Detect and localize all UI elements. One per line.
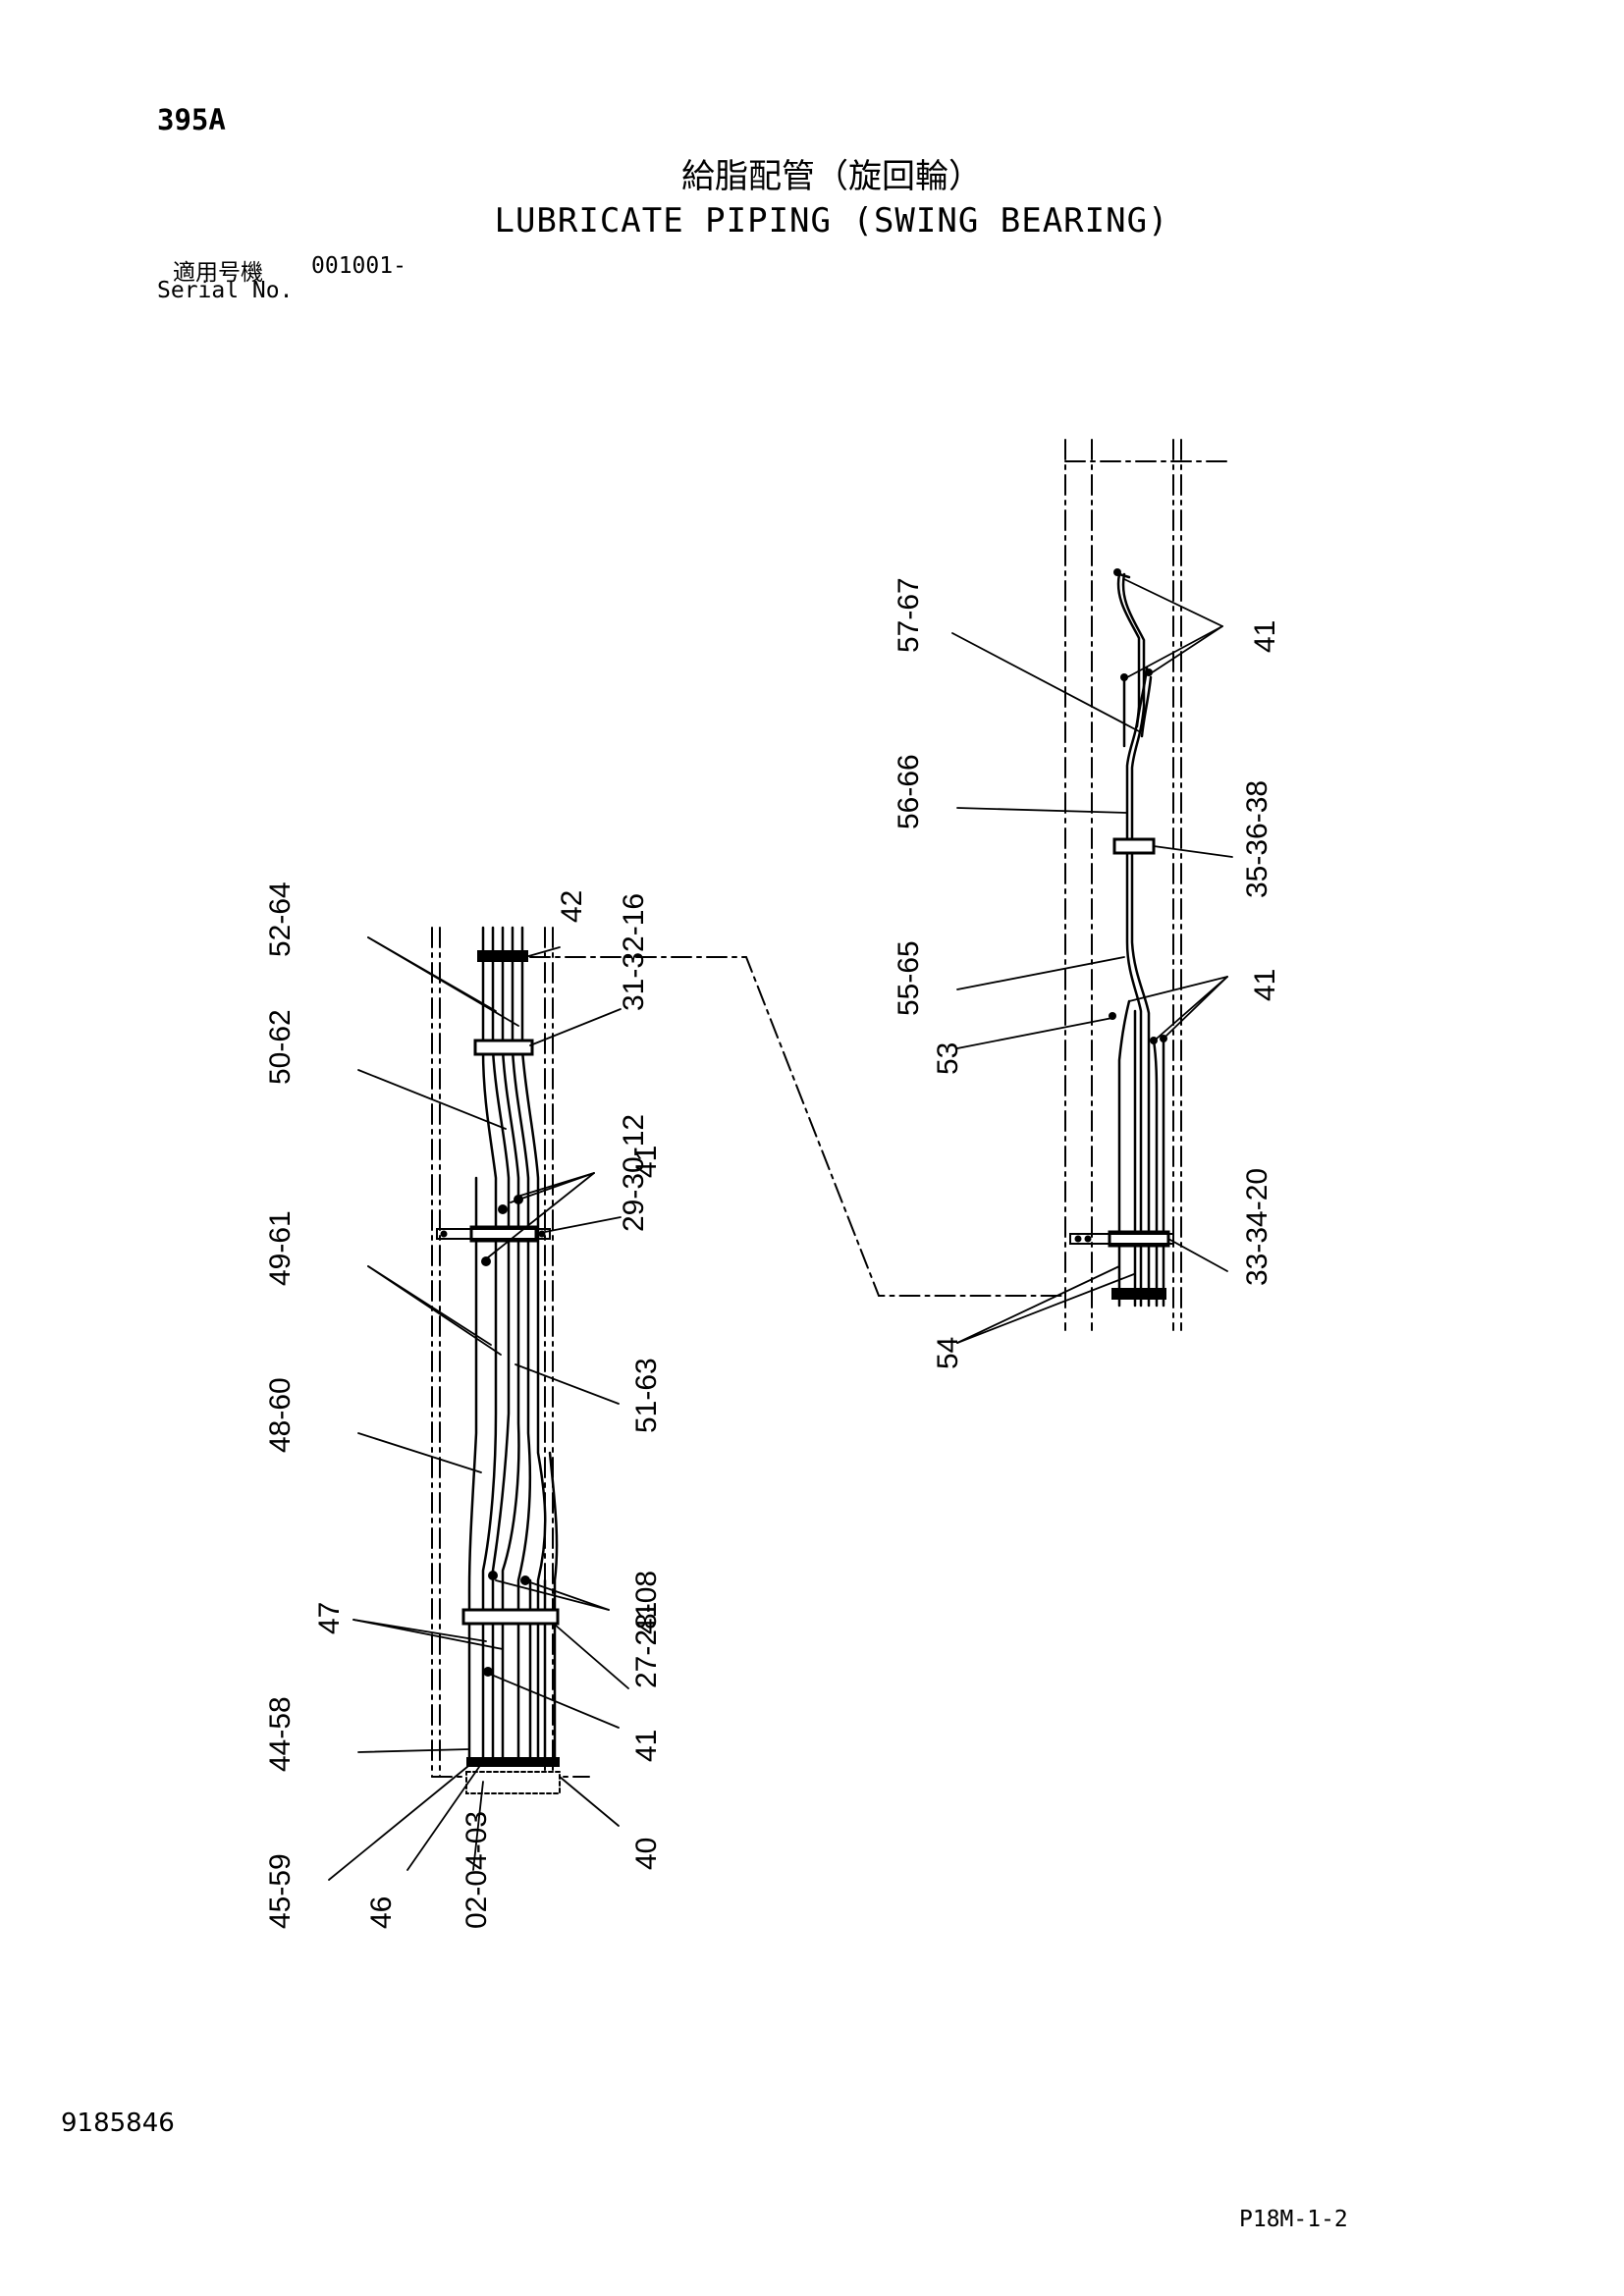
bracket-33-34-20: [1069, 1233, 1174, 1245]
document-number: 9185846: [61, 2109, 175, 2138]
callout-49-61: 49-61: [264, 1210, 297, 1286]
callout-labels: 52-64 42 31-32-16 50-62 41 29-30-12 49-6…: [264, 577, 1281, 1929]
bottom-collar-54: [1111, 1288, 1166, 1300]
connection-leader: [529, 956, 1066, 1297]
bottom-base: [465, 1771, 561, 1794]
right-frame-lines: [1064, 439, 1228, 1331]
left-pipe-bundle: [467, 926, 559, 1759]
collar-42: [477, 950, 528, 962]
callout-52-64: 52-64: [264, 881, 297, 957]
callout-41-c: 41: [630, 1730, 663, 1762]
callout-53: 53: [932, 1042, 964, 1075]
clamp-35-36-38: [1112, 837, 1156, 855]
callout-41-a: 41: [630, 1146, 663, 1178]
right-leader-lines: [951, 578, 1233, 1344]
callout-48-60: 48-60: [264, 1377, 297, 1453]
clamp-29-30-12: [469, 1225, 538, 1243]
callout-41-e: 41: [1249, 969, 1281, 1001]
callout-27-28-08: 27-28-08: [630, 1571, 663, 1688]
bracket-29-30-12: [436, 1228, 551, 1240]
callout-42: 42: [556, 890, 588, 923]
callout-45-59: 45-59: [264, 1853, 297, 1929]
callout-35-36-38: 35-36-38: [1241, 780, 1273, 898]
fittings-41-left: [481, 1195, 530, 1677]
callout-50-62: 50-62: [264, 1009, 297, 1085]
callout-57-67: 57-67: [893, 577, 925, 653]
page-code: 395A: [157, 103, 226, 136]
callout-47: 47: [313, 1602, 346, 1634]
left-leader-lines: [328, 936, 629, 1881]
callout-54: 54: [932, 1337, 964, 1369]
callout-46: 46: [365, 1896, 398, 1929]
callout-02-04-03: 02-04-03: [460, 1811, 493, 1929]
callout-40: 40: [630, 1838, 663, 1870]
title-japanese: 給脂配管（旋回輪）: [681, 157, 982, 196]
right-pipe-bundle: [1116, 572, 1165, 1308]
callout-41-d: 41: [1249, 620, 1281, 653]
page-reference: P18M-1-2: [1239, 2207, 1348, 2232]
callout-56-66: 56-66: [893, 754, 925, 829]
clamp-31-32-16: [473, 1039, 534, 1056]
callout-31-32-16: 31-32-16: [618, 893, 650, 1011]
callout-33-34-20: 33-34-20: [1241, 1168, 1273, 1286]
callout-55-65: 55-65: [893, 940, 925, 1016]
bottom-block-40: [466, 1757, 560, 1767]
callout-41-b: 41: [630, 1602, 663, 1634]
clamp-27-28-08: [461, 1608, 560, 1626]
serial-label-english: Serial No.: [157, 278, 294, 303]
callout-51-63: 51-63: [630, 1358, 663, 1433]
serial-label-japanese: 適用号機: [173, 260, 263, 286]
fittings-41-right: [1109, 568, 1167, 1044]
callout-29-30-12: 29-30-12: [618, 1114, 650, 1232]
serial-value: 001001-: [311, 253, 406, 279]
title-english: LUBRICATE PIPING (SWING BEARING): [494, 201, 1169, 240]
callout-44-58: 44-58: [264, 1696, 297, 1772]
